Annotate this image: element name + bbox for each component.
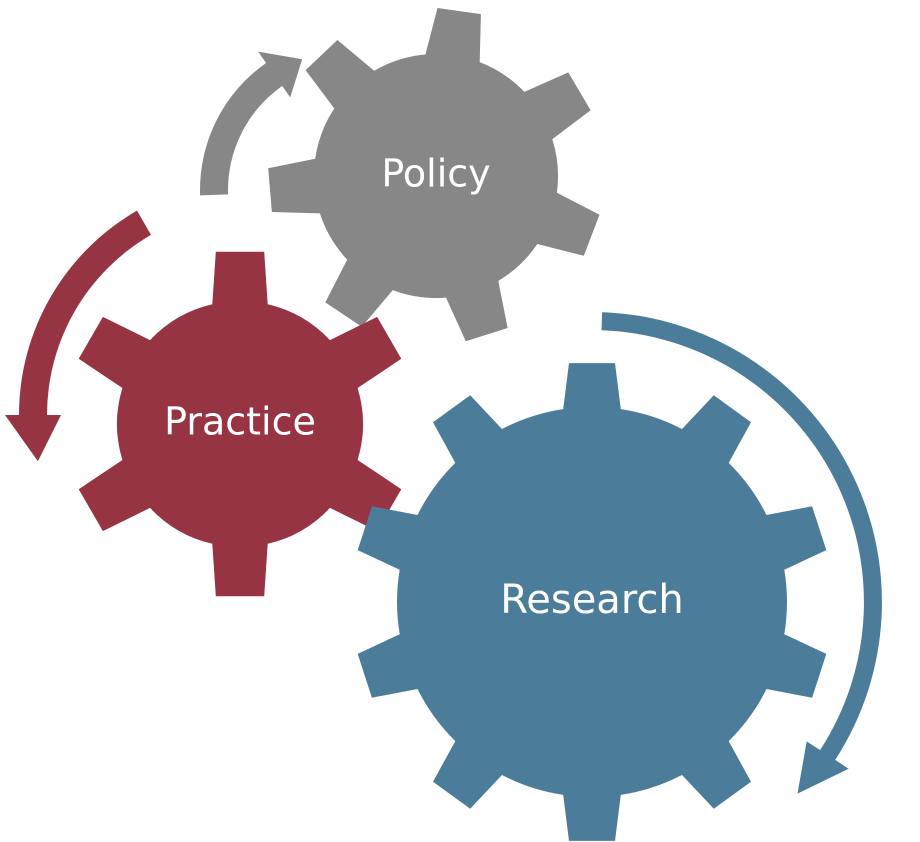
policy-cycle-arrow [200,51,303,196]
practice-gear [78,251,402,597]
practice-label: Practice [164,400,316,444]
research-gear [357,363,827,841]
research-cycle-arrow [601,312,882,794]
research-label: Research [500,577,683,623]
policy-gear [268,8,600,342]
policy-label: Policy [381,152,490,196]
practice-cycle-arrow [5,210,151,462]
